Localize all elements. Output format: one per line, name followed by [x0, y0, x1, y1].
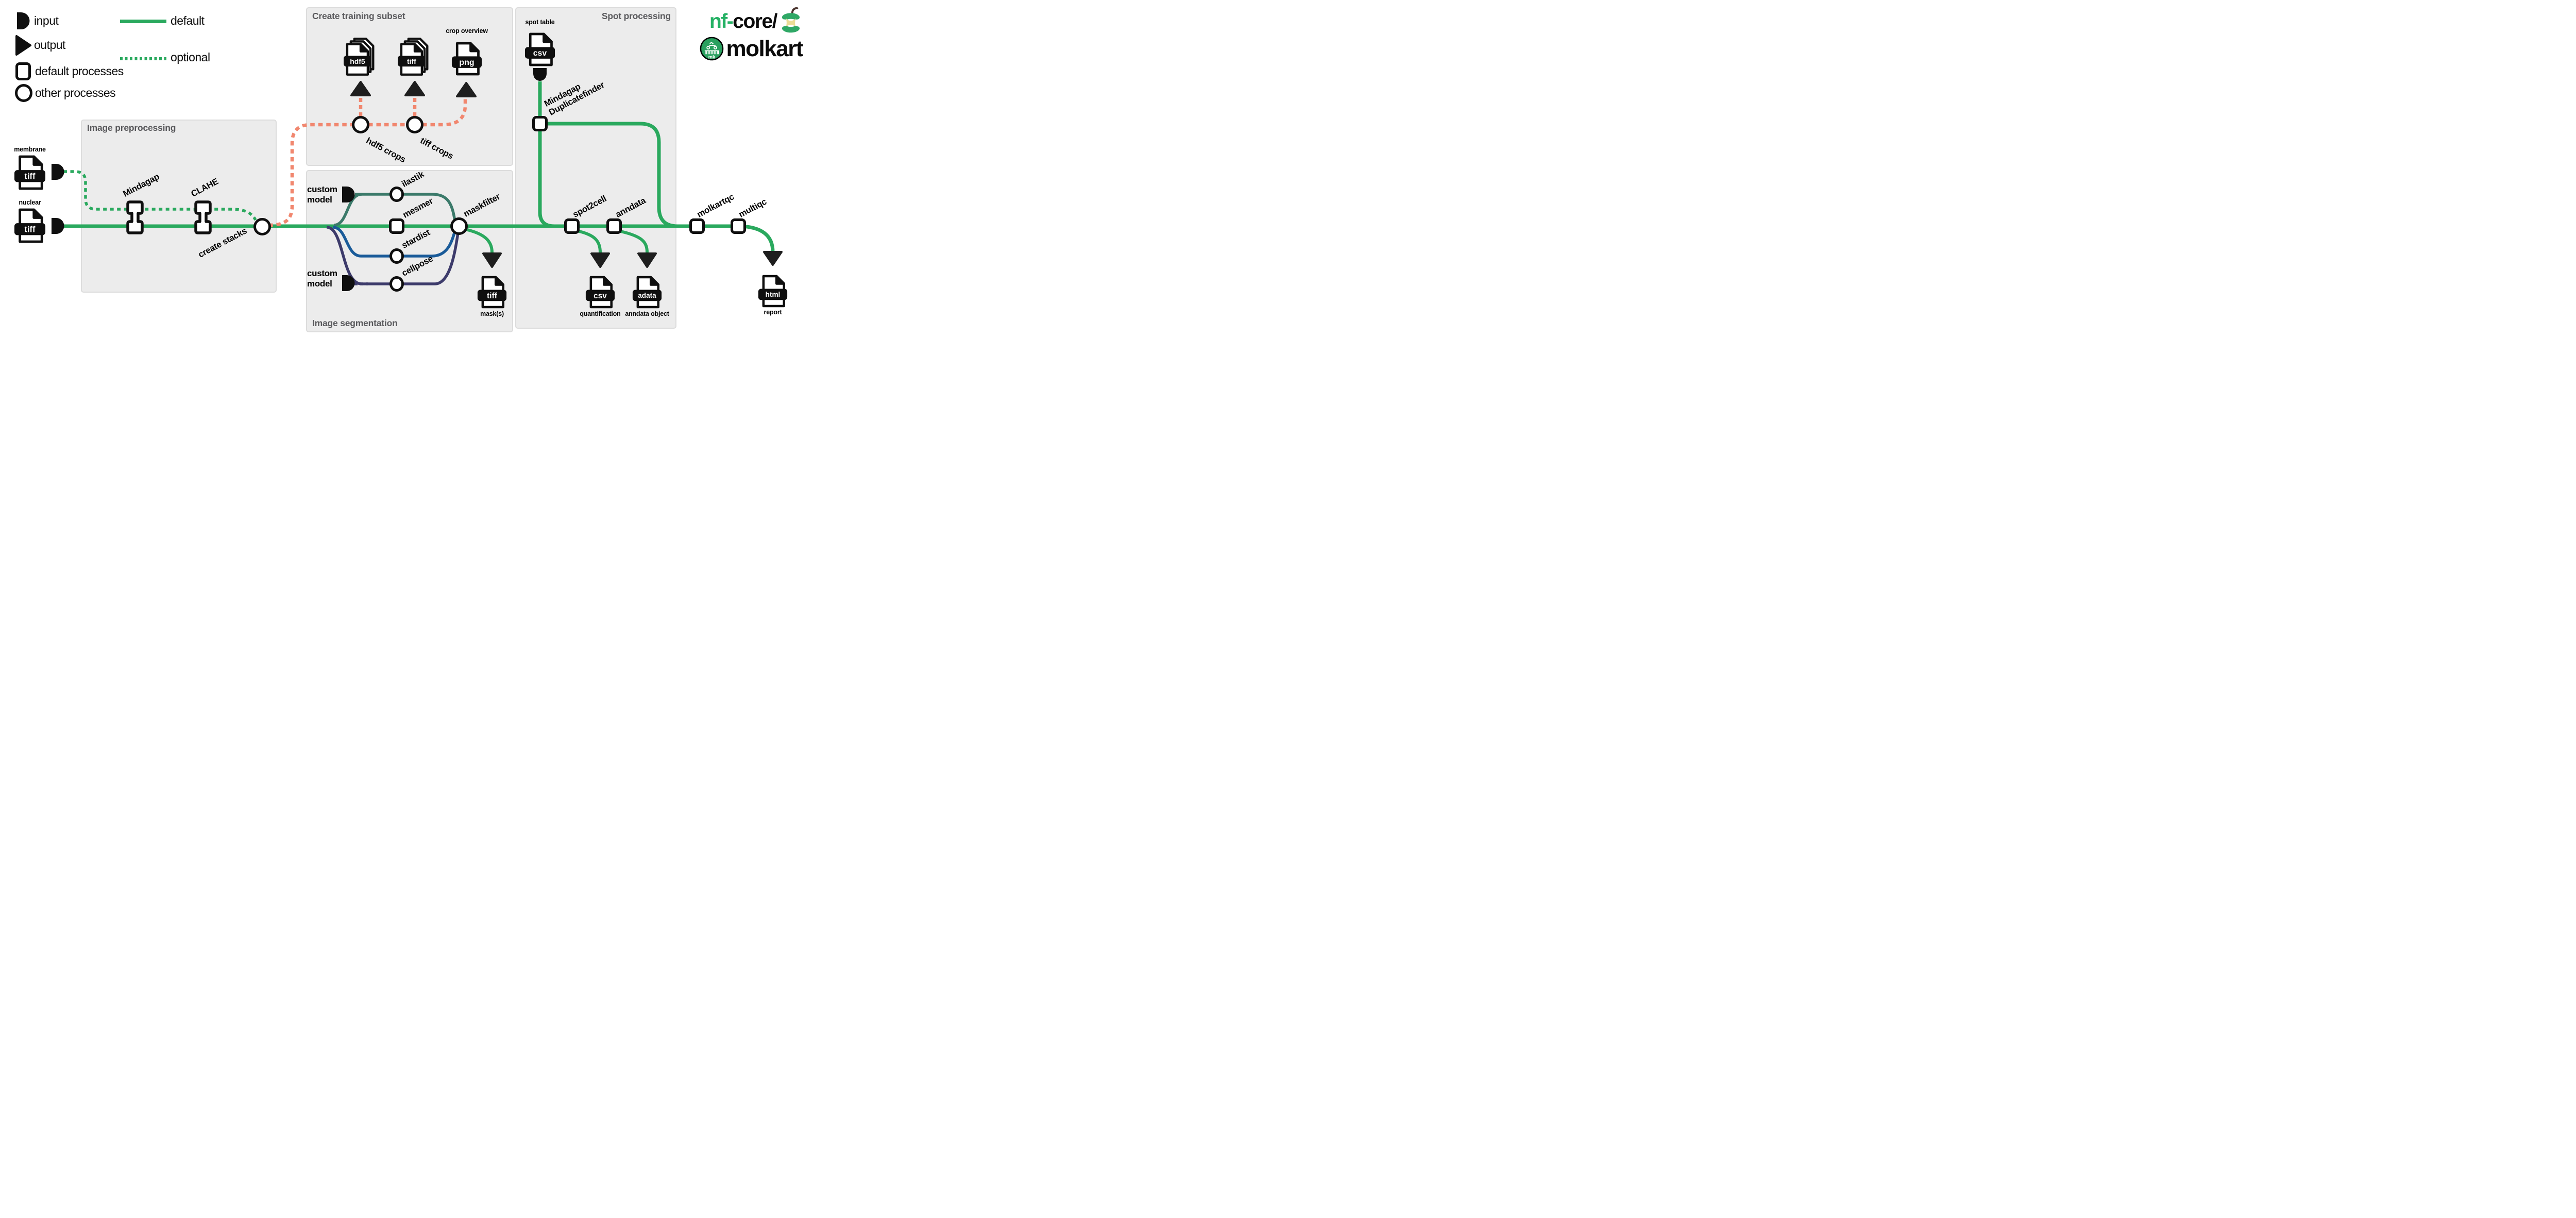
wire-stardist [332, 226, 456, 258]
node-multiqc [731, 218, 746, 234]
file-masks-tiff: tiff [477, 275, 507, 312]
legend-optional-line [120, 57, 166, 60]
legend-other-processes-label: other processes [35, 86, 116, 99]
file-quantification-csv: csv [585, 275, 615, 312]
input-port-custom-model-bottom [342, 275, 355, 291]
wire-duplicatefinder-to-main [538, 130, 555, 228]
brand-dash: - [726, 10, 734, 32]
file-ext-text: csv [594, 292, 607, 300]
file-ext-text: png [459, 58, 474, 67]
node-ilastik [389, 187, 404, 202]
file-tiff-stack: tiff [398, 37, 432, 79]
label-quantification: quantification [580, 310, 621, 317]
label-custom-model-bottom: custom model [307, 268, 337, 289]
file-ext-text: adata [638, 292, 656, 299]
pipeline-diagram: Image preprocessing Create training subs… [0, 0, 808, 340]
file-ext-text: tiff [487, 292, 498, 300]
file-ext-text: tiff [24, 225, 36, 234]
output-arrow-tiffcrops [404, 81, 425, 96]
brand-text: nf-core/ [709, 10, 778, 32]
label-custom-model-top: custom model [307, 184, 337, 205]
title-create-training-subset: Create training subset [312, 11, 405, 21]
legend-optional-label: optional [171, 50, 210, 64]
apple-core-icon [782, 7, 800, 33]
output-arrow-hdf5 [350, 81, 371, 96]
node-anndata [606, 218, 622, 234]
node-mindagap-duplicatefinder [532, 116, 548, 131]
file-membrane-tiff: tiff [14, 155, 46, 193]
wire-spot2cell-to-quantification [577, 229, 602, 253]
file-ext-text: html [766, 291, 781, 298]
legend-input-label: input [34, 14, 59, 27]
default-process-icon [15, 62, 31, 80]
file-anndata-adata: adata [632, 275, 662, 312]
title-image-segmentation: Image segmentation [312, 318, 398, 328]
file-ext-text: tiff [24, 172, 36, 181]
wire-anndata-to-object [618, 229, 649, 253]
output-arrow-quantification [590, 252, 610, 268]
input-port-custom-model-top [342, 187, 355, 202]
node-mesmer [389, 218, 404, 234]
input-port-spot-table [533, 68, 547, 81]
file-ext-text: hdf5 [350, 57, 365, 65]
node-molkartqc [689, 218, 705, 234]
node-hdf5-crops [352, 116, 369, 133]
node-maskfilter [450, 217, 468, 235]
other-process-icon [15, 84, 32, 102]
badge-mk-text: mk [708, 55, 715, 60]
output-arrow-png [456, 82, 477, 97]
label-anndata-object: anndata object [625, 310, 669, 317]
title-spot-processing: Spot processing [601, 11, 671, 21]
label-masks: mask(s) [480, 310, 504, 317]
file-ext-text: tiff [407, 57, 416, 65]
nf-core-molkart-logo: nf-core/ mk molkart [700, 6, 804, 61]
wire-membrane-optional [63, 170, 257, 221]
wire-ilastik-branch [333, 193, 362, 227]
pipeline-wires [52, 68, 783, 291]
wire-tiffcrops-to-png [422, 98, 467, 127]
input-port-membrane [52, 164, 64, 180]
node-cellpose [389, 276, 404, 292]
brand-core: core/ [733, 10, 777, 32]
output-arrow-icon [15, 35, 31, 56]
file-report-html: html [758, 274, 788, 311]
box-create-training-subset [306, 7, 513, 166]
file-ext-text: csv [533, 49, 547, 58]
molkart-badge-icon: mk [700, 37, 723, 61]
legend-output-label: output [34, 38, 65, 52]
wire-maskfilter-to-masks [465, 228, 494, 253]
node-spot2cell [564, 218, 580, 234]
process-mindagap-icon [126, 200, 144, 234]
node-tiff-crops [406, 116, 423, 133]
label-report: report [764, 309, 782, 316]
file-nuclear-tiff: tiff [14, 208, 46, 246]
output-arrow-report [763, 251, 783, 266]
legend-default-processes-label: default processes [35, 64, 124, 78]
wire-duplicatefinder-bypass [546, 122, 678, 228]
output-arrow-anndata-object [637, 252, 657, 268]
label-crop-overview: crop overview [446, 27, 488, 35]
legend-default-line [120, 20, 166, 23]
wire-ilastik [355, 193, 456, 222]
file-hdf5-stack: hdf5 [344, 37, 378, 79]
label-spot-table: spot table [525, 19, 555, 26]
node-stardist [389, 248, 404, 264]
node-create-stacks [253, 218, 271, 235]
pipeline-name: molkart [726, 36, 804, 61]
process-clahe-icon [194, 200, 212, 234]
input-port-nuclear [52, 218, 64, 234]
box-image-preprocessing [81, 120, 277, 293]
label-membrane: membrane [14, 146, 46, 153]
wire-trainingsubset-optional [268, 123, 353, 227]
label-nuclear: nuclear [19, 199, 41, 206]
title-image-preprocessing: Image preprocessing [87, 123, 176, 133]
file-spot-table-csv: csv [524, 32, 555, 70]
file-png-crop-overview: png [451, 41, 482, 79]
input-port-icon [17, 12, 30, 29]
legend-default-label: default [171, 14, 205, 27]
legend-icons [15, 12, 31, 56]
brand-nf: nf [709, 10, 727, 32]
output-arrow-masks [482, 252, 502, 268]
